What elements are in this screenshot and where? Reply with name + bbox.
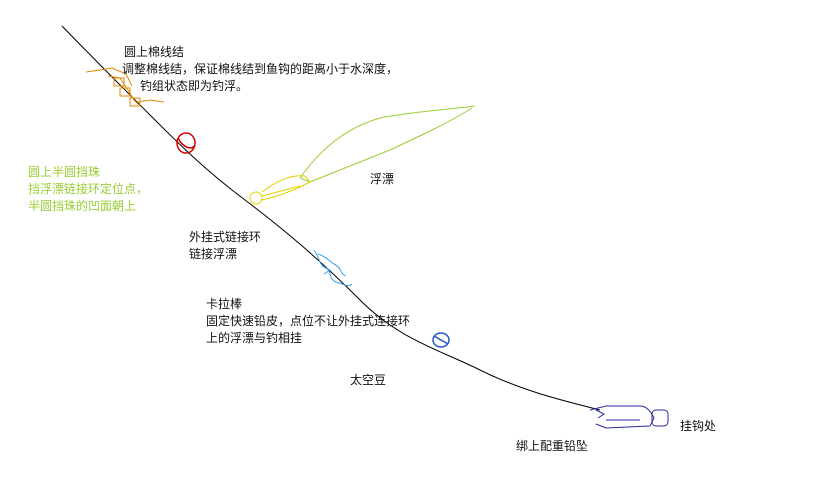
- knot-description-line-1: 调整棉线结，保证棉线结到鱼钩的距离小于水深度，: [122, 62, 399, 76]
- sinker-label: 绑上配重铅坠: [516, 439, 589, 453]
- bead-title-label: 圆上半圆挡珠: [28, 165, 101, 179]
- cotton-knot-icon: [85, 67, 165, 107]
- float-ring-icon: [249, 175, 311, 205]
- stick-title-label: 卡拉棒: [206, 297, 243, 311]
- kara-stick-icon: [313, 249, 353, 287]
- ring-description-label: 链接浮漂: [189, 247, 238, 261]
- ring-title-label: 外挂式链接环: [189, 230, 262, 244]
- half-round-bead-icon: [176, 132, 196, 154]
- hook-label: 挂钩处: [680, 419, 717, 433]
- space-bean-label: 太空豆: [350, 373, 387, 387]
- stick-description-line-1: 固定快速铅皮，点位不让外挂式连接环: [206, 314, 411, 328]
- space-bean-icon: [432, 332, 450, 348]
- fishing-line: [61, 25, 601, 411]
- knot-description-line-2: 钓组状态即为钓浮。: [140, 79, 249, 93]
- float-label: 浮漂: [370, 172, 395, 186]
- sinker-icon: [589, 405, 669, 429]
- bead-description-line-2: 半圆挡珠的凹面朝上: [28, 199, 137, 213]
- bead-description-line-1: 挡浮漂链接环定位点，: [28, 182, 149, 196]
- knot-title-label: 圆上棉线结: [124, 45, 185, 59]
- stick-description-line-2: 上的浮漂与钓相挂: [206, 331, 303, 345]
- float-body-icon: [299, 105, 476, 183]
